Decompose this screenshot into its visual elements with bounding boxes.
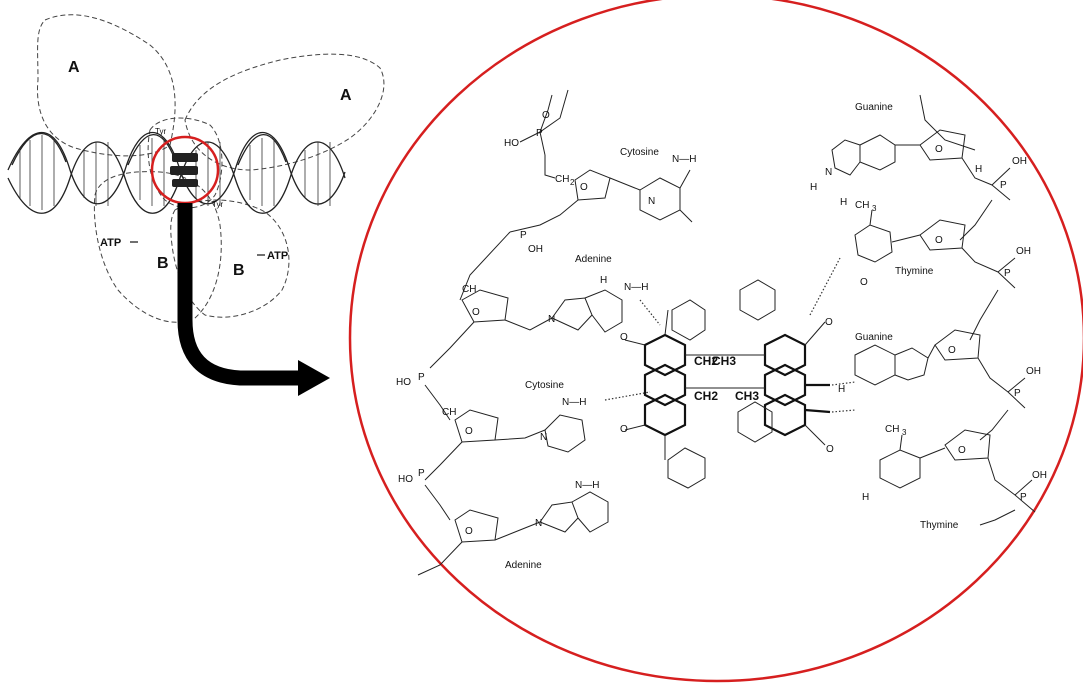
svg-text:CH2: CH2 (694, 389, 718, 403)
svg-text:CH3: CH3 (735, 389, 759, 403)
svg-text:3: 3 (872, 204, 877, 213)
svg-text:N: N (548, 314, 555, 325)
svg-text:CH: CH (885, 424, 899, 435)
guanine-mid-label: Guanine (855, 332, 893, 343)
domain-b-right-outline (170, 199, 290, 318)
domain-b-left-label: B (157, 255, 169, 272)
guanine-top-label: Guanine (855, 102, 893, 113)
schematic-labels: A A B B ATP ATP Tyr Tyr (68, 59, 352, 279)
svg-text:P: P (536, 128, 543, 139)
svg-text:H: H (838, 384, 845, 395)
svg-text:OH: OH (1026, 366, 1041, 377)
right-bases: N H H Guanine CH 3 O Thymine Guanine H (809, 102, 959, 531)
svg-text:CH3: CH3 (712, 354, 736, 368)
svg-text:H: H (975, 164, 982, 175)
svg-text:CH: CH (442, 407, 456, 418)
svg-text:OH: OH (528, 244, 543, 255)
svg-text:CH: CH (462, 284, 476, 295)
domain-a-left-label: A (68, 59, 80, 76)
atp-right-label: ATP (267, 250, 288, 262)
svg-text:N: N (825, 167, 832, 178)
svg-text:O: O (935, 235, 943, 246)
thymine-bottom-label: Thymine (920, 520, 959, 531)
zoom-circle (348, 0, 1083, 683)
svg-text:O: O (826, 444, 834, 455)
svg-text:OH: OH (1016, 246, 1031, 257)
svg-text:P: P (1014, 388, 1021, 399)
svg-text:HO: HO (504, 138, 519, 149)
svg-text:CH2: CH2 (694, 354, 718, 368)
intercalator-drug: O O O O CH2 CH3 CH2 CH3 (620, 279, 834, 489)
left-strand-backbone: HO P O CH 2 O P OH CH O HO P (396, 89, 641, 576)
svg-text:O: O (542, 110, 550, 121)
tyr-bottom-label: Tyr (212, 200, 223, 209)
zoom-structure: HO P O CH 2 O P OH CH O HO P (396, 89, 1047, 576)
svg-text:N—H: N—H (624, 282, 648, 293)
intercalated-drug-marks (170, 153, 198, 187)
svg-text:N: N (540, 432, 547, 443)
domain-a-right-label: A (340, 87, 352, 104)
svg-text:H: H (862, 492, 869, 503)
svg-text:O: O (948, 345, 956, 356)
dna-helix (7, 131, 346, 214)
protein-domains (36, 14, 385, 323)
tyr-top-label: Tyr (155, 127, 166, 136)
domain-a-right-outline (184, 53, 385, 171)
svg-text:O: O (620, 332, 628, 343)
svg-text:OH: OH (1012, 156, 1027, 167)
svg-text:P: P (418, 468, 425, 479)
right-strand-backbone: O H P OH O P OH O P OH O P OH (919, 94, 1047, 526)
adenine-top-label: Adenine (575, 254, 612, 265)
domain-b-right-label: B (233, 262, 245, 279)
svg-text:O: O (472, 307, 480, 318)
svg-text:N: N (535, 518, 542, 529)
atp-left-label: ATP (100, 237, 121, 249)
domain-a-left-outline (36, 14, 176, 157)
callout-arrow-shaft (177, 203, 300, 386)
svg-text:O: O (825, 317, 833, 328)
left-bases: N N—H Cytosine N H N—H Adenine N N—H Cyt… (505, 147, 696, 571)
domain-center-outline (147, 117, 223, 209)
svg-text:P: P (1004, 268, 1011, 279)
svg-text:O: O (465, 426, 473, 437)
svg-text:OH: OH (1032, 470, 1047, 481)
svg-text:3: 3 (902, 428, 907, 437)
callout-arrow-head (298, 360, 330, 396)
svg-text:H: H (600, 275, 607, 286)
svg-text:O: O (465, 526, 473, 537)
svg-text:P: P (1020, 492, 1027, 503)
svg-text:N: N (648, 196, 655, 207)
svg-text:H: H (810, 182, 817, 193)
svg-text:N—H: N—H (672, 154, 696, 165)
svg-text:O: O (935, 144, 943, 155)
svg-text:CH: CH (855, 200, 869, 211)
svg-text:O: O (958, 445, 966, 456)
cytosine-top-label: Cytosine (620, 147, 659, 158)
svg-text:N—H: N—H (575, 480, 599, 491)
svg-text:2: 2 (570, 178, 575, 187)
svg-text:O: O (620, 424, 628, 435)
svg-text:O: O (580, 182, 588, 193)
svg-text:HO: HO (398, 474, 413, 485)
svg-text:N—H: N—H (562, 397, 586, 408)
svg-text:H: H (840, 197, 847, 208)
svg-text:P: P (1000, 180, 1007, 191)
svg-text:HO: HO (396, 377, 411, 388)
svg-text:CH: CH (555, 174, 569, 185)
adenine-bottom-label: Adenine (505, 560, 542, 571)
cytosine-mid-label: Cytosine (525, 380, 564, 391)
domain-b-left-outline (93, 171, 222, 323)
svg-text:P: P (520, 230, 527, 241)
thymine-top-label: Thymine (895, 266, 934, 277)
svg-text:O: O (860, 277, 868, 288)
svg-text:P: P (418, 372, 425, 383)
